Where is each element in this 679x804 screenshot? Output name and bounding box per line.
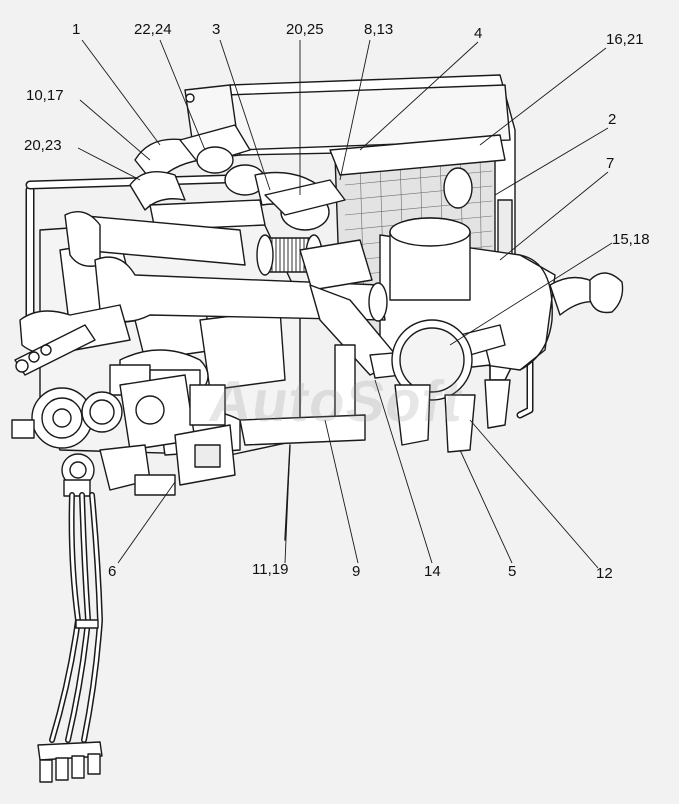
bellows-pipe (64, 211, 323, 276)
front-pump-assembly (11, 304, 236, 496)
callout-14: 14 (424, 563, 441, 580)
callout-5: 5 (508, 563, 517, 580)
callout-9: 9 (352, 563, 361, 580)
callout-8-13: 8,13 (364, 21, 394, 38)
callout-22-24: 22,24 (134, 21, 172, 38)
hose-end-plate (37, 741, 103, 783)
callout-1: 1 (72, 21, 81, 38)
actuator (61, 453, 95, 497)
leader-lines (77, 39, 613, 569)
callout-20-23: 20,23 (24, 137, 62, 154)
fan-housing (391, 319, 473, 401)
watermark: AutoSoft (205, 369, 468, 434)
callout-11-19: 11,19 (252, 561, 289, 578)
callout-4: 4 (474, 25, 483, 42)
mounting-feet (334, 344, 511, 453)
intake-elbows (129, 124, 346, 231)
callout-3: 3 (212, 21, 221, 38)
callout-16-21: 16,21 (606, 31, 644, 48)
callout-6: 6 (108, 563, 117, 580)
callout-15-18: 15,18 (612, 231, 650, 248)
callout-7: 7 (606, 155, 615, 172)
callout-20-25: 20,25 (286, 21, 324, 38)
hydraulic-hoses (49, 492, 103, 743)
callout-12: 12 (596, 565, 613, 582)
callout-2: 2 (608, 111, 617, 128)
callout-10-17: 10,17 (26, 87, 64, 104)
